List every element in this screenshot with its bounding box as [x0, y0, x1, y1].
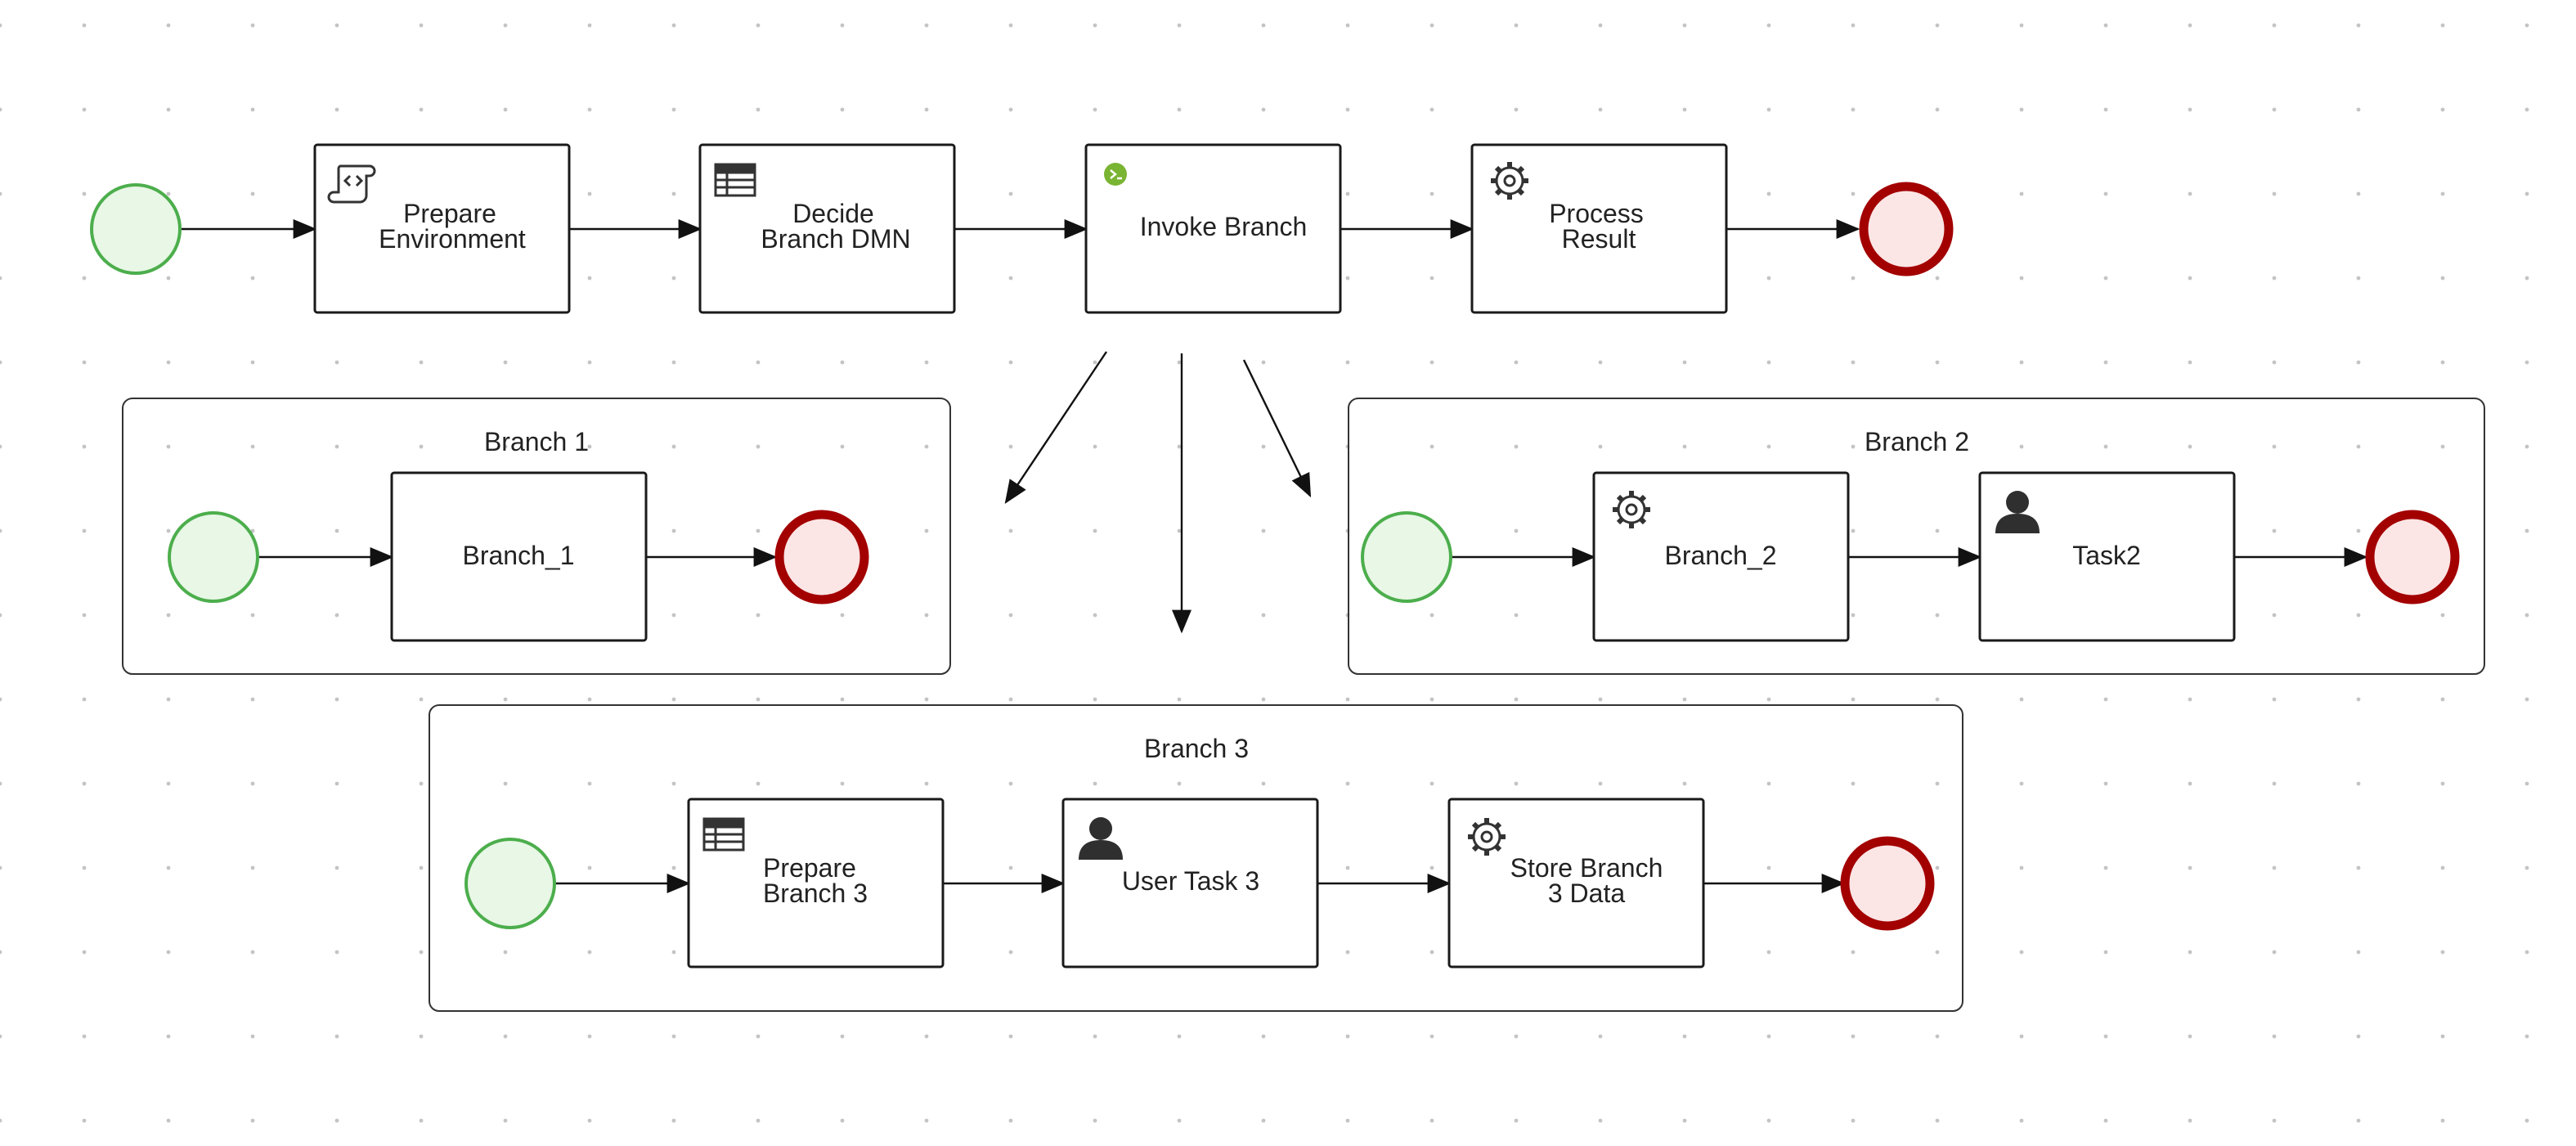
branch-invocation-arrows — [1004, 351, 1312, 634]
branch-1-title: Branch 1 — [484, 427, 589, 456]
task-prepare-environment[interactable]: Prepare Environment — [313, 143, 571, 314]
branch-1-end-event[interactable] — [774, 510, 869, 604]
task-decide-branch-dmn[interactable]: Decide Branch DMN — [698, 143, 956, 314]
branch-3-start-event[interactable] — [464, 838, 556, 929]
task-label-line-2: 3 Data — [1548, 879, 1625, 908]
task-prepare-branch-3[interactable]: Prepare Branch 3 — [687, 798, 945, 968]
task-label-line-1: Decide — [792, 199, 874, 228]
branch-1-start-event[interactable] — [168, 511, 259, 603]
task-label-line-2: Environment — [379, 224, 526, 254]
task-label-line-1: Store Branch — [1510, 853, 1663, 883]
task-process-result[interactable]: Process Result — [1470, 143, 1728, 314]
task-label: Branch_2 — [1665, 541, 1777, 570]
branch-2-title: Branch 2 — [1865, 427, 1969, 456]
branch-2-subprocess[interactable]: Branch 2 — [1348, 398, 2485, 675]
user-icon — [1995, 491, 2040, 533]
main-end-event[interactable] — [1859, 182, 1954, 276]
task-label-line-2: Result — [1562, 224, 1636, 254]
branch-1-subprocess[interactable]: Branch 1 Branch_1 — [122, 398, 951, 675]
task-invoke-branch[interactable]: Invoke Branch — [1084, 143, 1342, 314]
gear-icon — [1613, 491, 1650, 528]
task-label: User Task 3 — [1122, 866, 1259, 896]
task-label-line-2: Branch 3 — [763, 879, 868, 908]
service-task-icon — [1104, 163, 1127, 186]
main-start-event[interactable] — [90, 183, 182, 275]
task-label: Branch_1 — [463, 541, 575, 570]
task-branch-2[interactable]: Branch_2 — [1592, 471, 1850, 642]
branch-2-end-event[interactable] — [2365, 510, 2460, 604]
branch-3-end-event[interactable] — [1840, 836, 1935, 931]
script-icon — [327, 164, 376, 204]
branch-3-subprocess[interactable]: Branch 3 Prepare Branch 3 — [429, 704, 1963, 1012]
task-label-line-2: Branch DMN — [761, 224, 910, 254]
business-rule-table-icon — [702, 817, 745, 852]
gear-icon — [1468, 818, 1506, 856]
task-user-task-3[interactable]: User Task 3 — [1061, 798, 1319, 968]
task-label-line-1: Prepare — [763, 853, 856, 883]
task-store-branch-3-data[interactable]: Store Branch 3 Data — [1447, 798, 1705, 968]
branch-2-start-event[interactable] — [1361, 511, 1452, 603]
task-branch-1[interactable]: Branch_1 — [390, 471, 648, 642]
task-label: Task2 — [2072, 541, 2141, 570]
user-icon — [1079, 817, 1123, 860]
arrow-to-branch-1[interactable] — [1004, 351, 1107, 504]
task-label-line-1: Process — [1549, 199, 1644, 228]
main-flow: Prepare Environment Decide Branch DMN I — [90, 143, 1954, 314]
arrow-to-branch-2[interactable] — [1242, 359, 1312, 498]
business-rule-table-icon — [714, 163, 756, 197]
branch-3-title: Branch 3 — [1144, 734, 1249, 763]
gear-icon — [1491, 162, 1528, 200]
task-label-line-1: Prepare — [403, 199, 496, 228]
task-task2[interactable]: Task2 — [1978, 471, 2236, 642]
task-label: Invoke Branch — [1140, 212, 1308, 241]
